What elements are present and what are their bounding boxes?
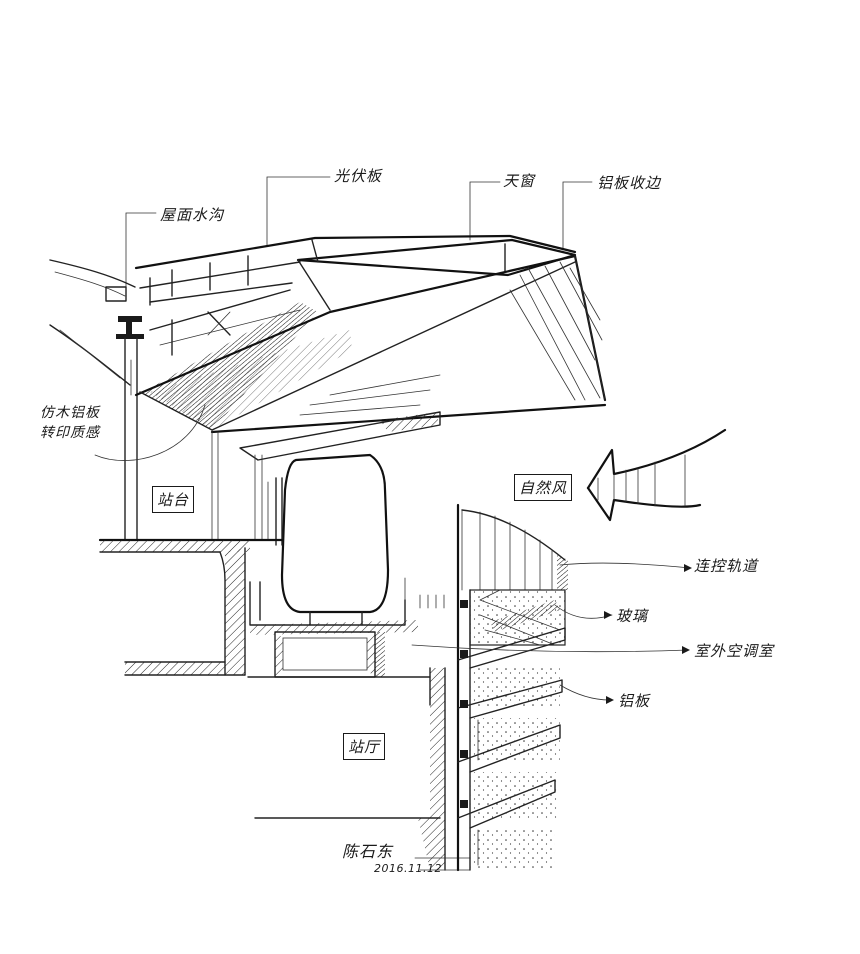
- leader-lines-right: [411, 562, 692, 704]
- label-gutter: 屋面水沟: [160, 206, 225, 224]
- signature-name: 陈石东: [342, 842, 394, 861]
- label-ceiling: 仿木铝板 转印质感: [40, 405, 100, 441]
- label-skylight: 天窗: [503, 172, 536, 190]
- train: [267, 453, 406, 626]
- label-station-hall: 站厅: [343, 733, 386, 760]
- main-roof: [134, 234, 607, 541]
- label-platform: 站台: [152, 486, 195, 513]
- label-natural-wind: 自然风: [514, 474, 573, 501]
- left-roof-wing: [49, 259, 136, 386]
- label-exhaust-duct: 连控轨道: [694, 557, 759, 575]
- facade: [456, 503, 568, 872]
- label-aluminum-edge: 铝板收边: [597, 174, 662, 192]
- natural-wind-arrow: [586, 428, 727, 522]
- label-glass: 玻璃: [616, 607, 649, 625]
- leader-lines-top: [125, 176, 593, 301]
- ceiling-leader: [94, 404, 206, 461]
- platform-structure: [98, 538, 471, 871]
- label-aluminum-panel: 铝板: [618, 692, 651, 710]
- signature-date: 2016.11.12: [374, 862, 442, 875]
- label-outdoor-ac: 室外空调室: [694, 642, 775, 660]
- gutter-column: [105, 286, 144, 541]
- label-pv-panel: 光伏板: [334, 167, 383, 185]
